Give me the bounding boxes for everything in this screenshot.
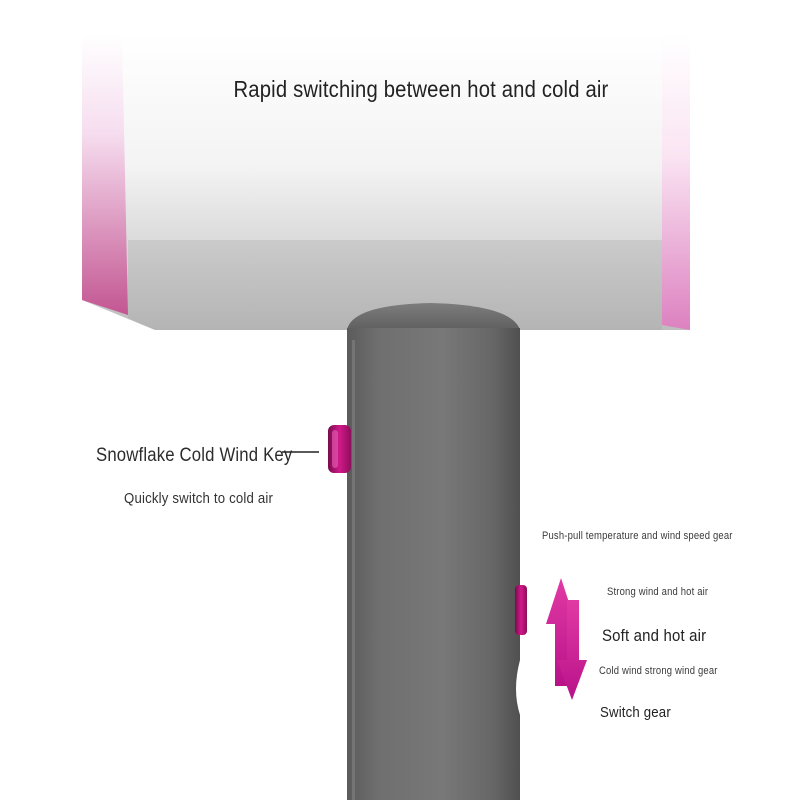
gear-option-cold-strong: Cold wind strong wind gear: [599, 665, 718, 677]
cold-key-button-icon[interactable]: [328, 425, 351, 473]
gear-option-soft-hot: Soft and hot air: [602, 626, 707, 645]
gear-slider-icon[interactable]: [515, 585, 527, 635]
headline: Rapid switching between hot and cold air: [233, 76, 609, 102]
switch-gear-label: Switch gear: [600, 704, 671, 721]
dryer-neck: [347, 303, 520, 330]
up-down-arrows-icon: [546, 578, 587, 700]
dryer-handle: [347, 328, 520, 800]
gear-caption: Push-pull temperature and wind speed gea…: [542, 530, 733, 542]
dryer-head: [82, 35, 690, 330]
cold-key-title: Snowflake Cold Wind Key: [96, 445, 293, 466]
gear-option-strong-hot: Strong wind and hot air: [607, 586, 709, 598]
cold-key-subtitle: Quickly switch to cold air: [124, 490, 274, 507]
